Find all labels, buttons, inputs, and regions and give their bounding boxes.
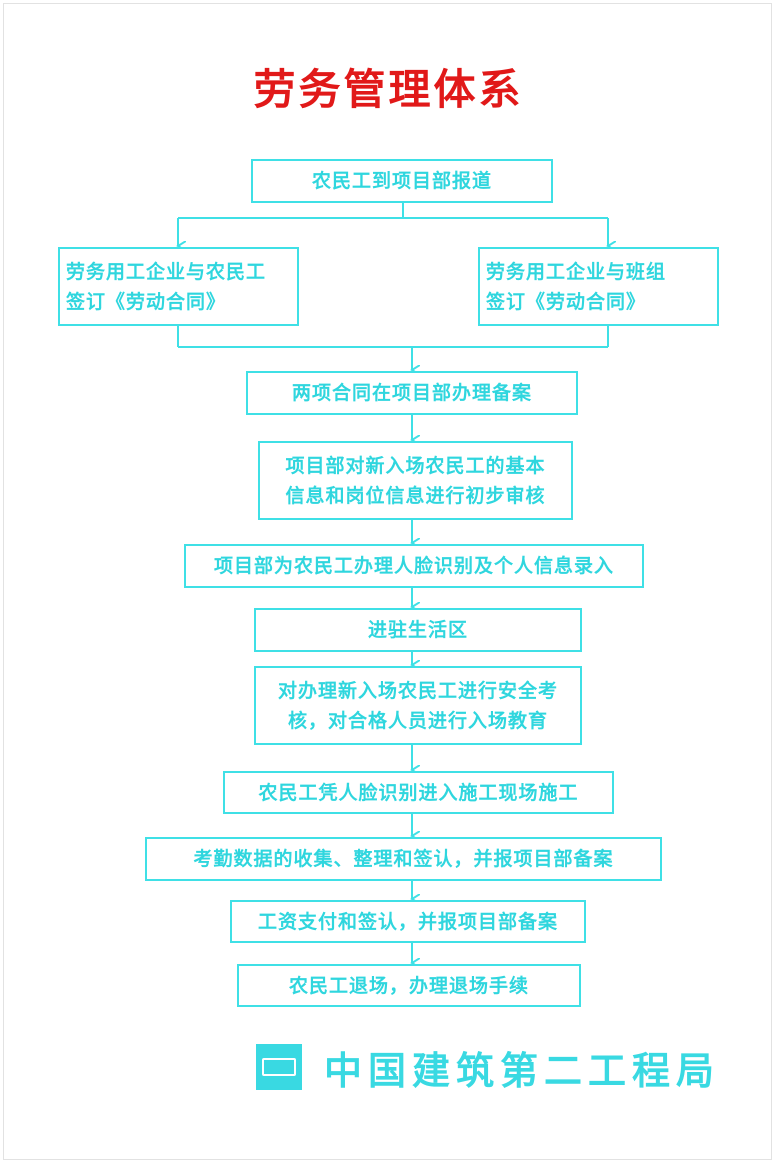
step-enterprise-worker-contract-line1: 劳务用工企业与农民工 (66, 260, 267, 283)
cscec-logo-icon (256, 1044, 302, 1090)
step-site-entry: 农民工凭人脸识别进入施工现场施工 (223, 771, 614, 814)
step-contract-filing-label: 两项合同在项目部办理备案 (291, 382, 532, 404)
company-name: 中国建筑第二工程局 (324, 1048, 721, 1093)
step-attendance-data-label: 考勤数据的收集、整理和签认，并报项目部备案 (193, 848, 614, 870)
step-enterprise-team-contract-line1: 劳务用工企业与班组 (486, 260, 667, 283)
step-enterprise-team-contract: 劳务用工企业与班组 签订《劳动合同》 (478, 247, 719, 326)
step-enterprise-team-contract-line2: 签订《劳动合同》 (486, 290, 647, 313)
company-footer: 中国建筑第二工程局 (256, 1042, 721, 1093)
step-attendance-data: 考勤数据的收集、整理和签认，并报项目部备案 (145, 837, 662, 881)
page-border (3, 3, 772, 1160)
step-enterprise-worker-contract-line2: 签订《劳动合同》 (66, 290, 227, 313)
step-site-entry-label: 农民工凭人脸识别进入施工现场施工 (258, 781, 579, 804)
step-report-to-project-label: 农民工到项目部报道 (311, 170, 492, 192)
step-exit: 农民工退场，办理退场手续 (237, 964, 581, 1007)
step-contract-filing: 两项合同在项目部办理备案 (246, 371, 578, 415)
step-exit-label: 农民工退场，办理退场手续 (288, 974, 529, 997)
step-face-recognition-entry: 项目部为农民工办理人脸识别及个人信息录入 (184, 544, 644, 588)
step-safety-assessment: 对办理新入场农民工进行安全考 核，对合格人员进行入场教育 (254, 666, 582, 745)
step-wage-payment-label: 工资支付和签认，并报项目部备案 (257, 910, 558, 933)
step-safety-assessment-line1: 对办理新入场农民工进行安全考 (277, 679, 558, 702)
step-initial-review-line2: 信息和岗位信息进行初步审核 (285, 484, 546, 507)
page-title: 劳务管理体系 (253, 65, 524, 114)
step-report-to-project: 农民工到项目部报道 (251, 159, 553, 203)
step-initial-review: 项目部对新入场农民工的基本 信息和岗位信息进行初步审核 (258, 441, 573, 520)
step-living-area: 进驻生活区 (254, 608, 582, 652)
step-initial-review-line1: 项目部对新入场农民工的基本 (285, 454, 546, 477)
step-face-recognition-entry-label: 项目部为农民工办理人脸识别及个人信息录入 (213, 555, 614, 577)
step-safety-assessment-line2: 核，对合格人员进行入场教育 (287, 709, 548, 732)
step-living-area-label: 进驻生活区 (367, 619, 468, 641)
cscec-logo-mark (262, 1058, 296, 1076)
step-enterprise-worker-contract: 劳务用工企业与农民工 签订《劳动合同》 (58, 247, 299, 326)
step-wage-payment: 工资支付和签认，并报项目部备案 (230, 900, 586, 943)
